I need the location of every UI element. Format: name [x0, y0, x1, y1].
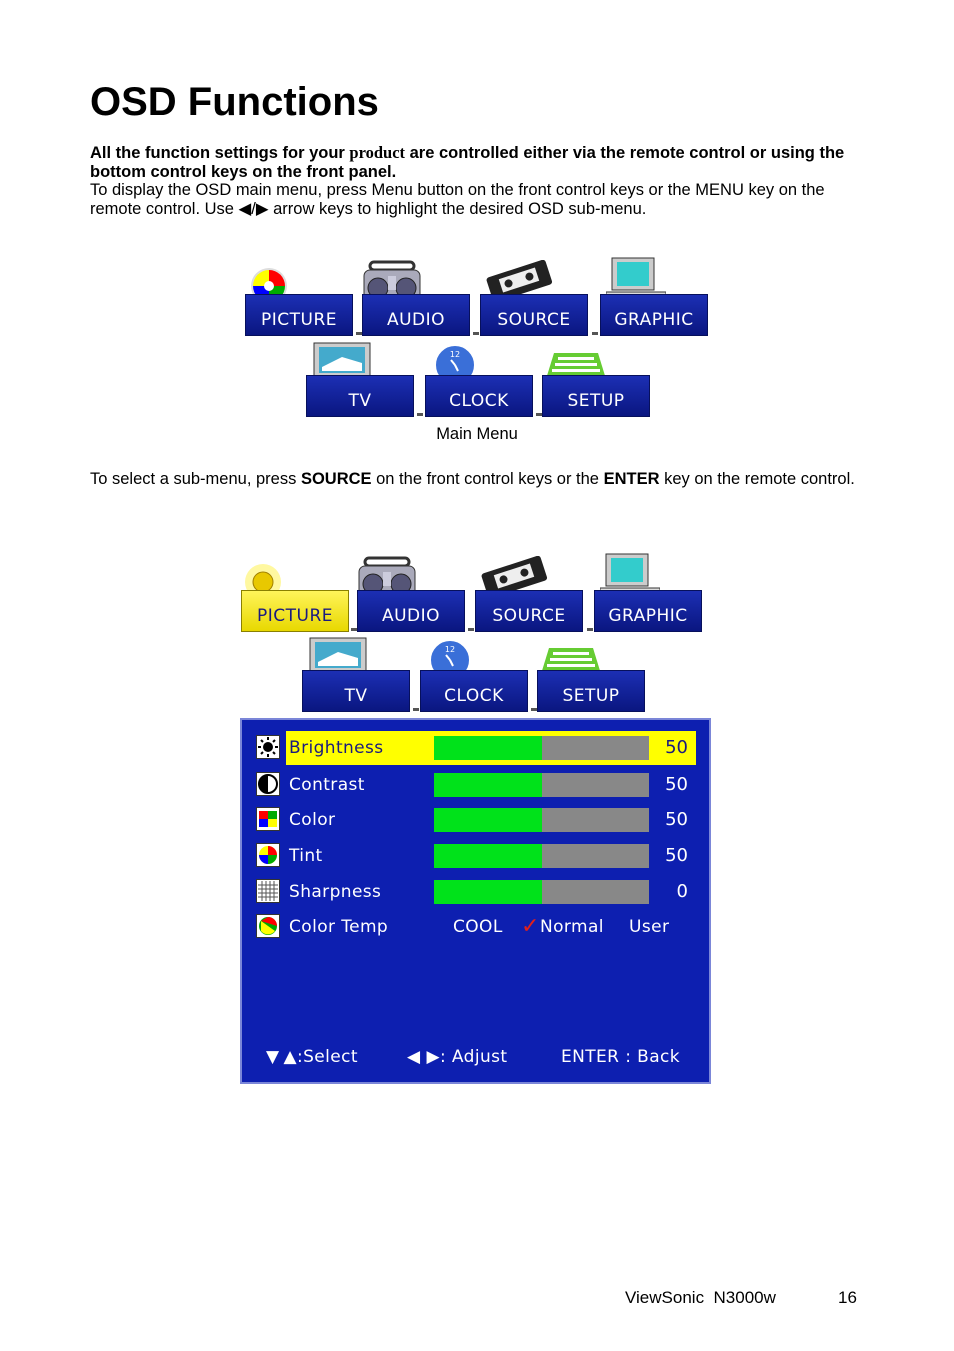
color-temp-option-normal[interactable]: Normal	[540, 917, 604, 937]
menu-separator	[417, 413, 423, 416]
svg-text:12: 12	[445, 645, 455, 654]
menu-separator	[413, 708, 419, 711]
menu-separator	[587, 628, 593, 631]
page-number: 16	[838, 1288, 857, 1307]
menu-tile-graphic[interactable]: GRAPHIC	[594, 553, 704, 632]
svg-text:12: 12	[450, 350, 460, 359]
footer-back-hint: ENTER : Back	[561, 1047, 681, 1067]
color-temp-option-user[interactable]: User	[629, 917, 670, 937]
keypad-icon	[544, 351, 608, 386]
menu-tile-clock[interactable]: 126 CLOCK	[420, 639, 530, 712]
color-slider[interactable]	[434, 808, 649, 832]
check-icon: ✓	[521, 914, 540, 939]
menu-tile-tv[interactable]: TV	[306, 342, 416, 417]
tint-wheel-icon	[256, 843, 280, 867]
menu-separator	[473, 332, 479, 335]
brightness-row[interactable]: Brightness 50	[254, 731, 696, 765]
arrow-right-icon: ▶	[426, 1047, 440, 1067]
sharpness-row[interactable]: Sharpness 0	[254, 875, 696, 909]
contrast-slider[interactable]	[434, 773, 649, 797]
tint-slider[interactable]	[434, 844, 649, 868]
product-word: product	[349, 143, 406, 162]
menu-separator	[531, 708, 537, 711]
tv-icon	[308, 636, 368, 681]
menu-tile-setup[interactable]: SETUP	[537, 648, 647, 712]
arrow-up-icon: ▲	[283, 1047, 297, 1067]
color-bars-icon	[256, 807, 280, 831]
tv-icon	[312, 341, 372, 386]
slider-fill	[434, 736, 542, 760]
videotape-icon	[482, 259, 556, 305]
menu-tile-tv[interactable]: TV	[302, 637, 412, 712]
menu-separator	[356, 332, 362, 335]
menu-tile-picture[interactable]: PICTURE	[245, 268, 355, 336]
color-temp-option-cool[interactable]: COOL	[453, 917, 503, 937]
videotape-icon	[477, 555, 551, 601]
contrast-row[interactable]: Contrast 50	[254, 768, 696, 802]
contrast-icon	[256, 772, 280, 796]
sharpness-grid-icon	[256, 879, 280, 903]
menu-separator	[592, 332, 598, 335]
brightness-slider[interactable]	[434, 736, 649, 760]
color-row[interactable]: Color 50	[254, 803, 696, 837]
slider-fill	[434, 773, 542, 797]
menu-tile-picture-highlighted[interactable]: PICTURE	[241, 564, 351, 632]
arrow-left-icon: ◀	[407, 1047, 421, 1067]
submenu-paragraph: To select a sub-menu, press SOURCE on th…	[90, 470, 855, 488]
slider-fill	[434, 880, 542, 904]
footer-adjust-hint: ◀▶: Adjust	[407, 1047, 508, 1067]
tint-row[interactable]: Tint 50	[254, 839, 696, 873]
menu-tile-source[interactable]: SOURCE	[480, 259, 590, 336]
footer-select-hint: ▼▲:Select	[266, 1047, 358, 1067]
menu-tile-audio[interactable]: AUDIO	[362, 260, 472, 336]
page-title: OSD Functions	[90, 80, 379, 124]
brightness-icon	[256, 735, 280, 759]
menu-tile-clock[interactable]: 126 CLOCK	[425, 344, 535, 417]
menu-tile-setup[interactable]: SETUP	[542, 353, 652, 417]
intro-paragraph: To display the OSD main menu, press Menu…	[90, 181, 825, 218]
menu-tile-audio[interactable]: AUDIO	[357, 556, 467, 632]
menu-tile-source[interactable]: SOURCE	[475, 555, 585, 632]
color-temp-icon	[256, 914, 280, 938]
menu-separator	[536, 413, 542, 416]
intro-bold-paragraph: All the function settings for your produ…	[90, 143, 845, 181]
menu-separator	[351, 628, 357, 631]
footer-brand: ViewSonic N3000w	[625, 1288, 776, 1307]
color-temp-row[interactable]: Color Temp COOL ✓ Normal User	[254, 910, 696, 944]
sharpness-slider[interactable]	[434, 880, 649, 904]
main-menu-caption: Main Menu	[436, 425, 518, 443]
slider-fill	[434, 844, 542, 868]
keypad-icon	[539, 646, 603, 681]
arrow-down-icon: ▼	[266, 1047, 280, 1067]
slider-fill	[434, 808, 542, 832]
picture-settings-panel: Brightness 50 Contrast 50 Color 50 Tint …	[240, 718, 711, 1084]
menu-separator	[468, 628, 474, 631]
menu-tile-graphic[interactable]: GRAPHIC	[600, 257, 710, 336]
